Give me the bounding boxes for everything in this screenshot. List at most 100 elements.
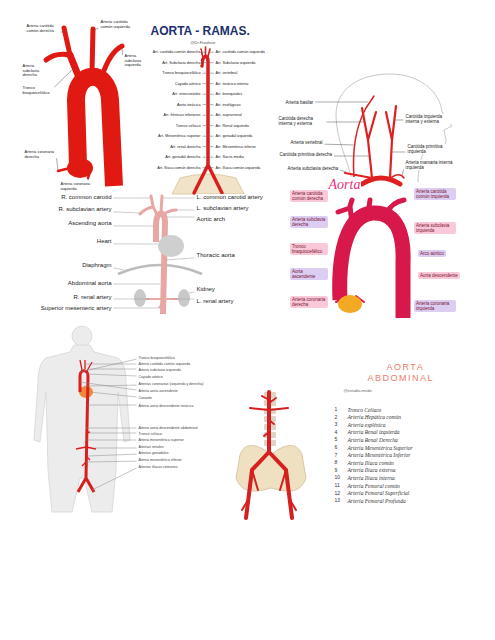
part-label: Diaphragm <box>82 262 112 269</box>
list-item: Arteria Femoral Profunda <box>347 498 406 504</box>
leader-line <box>203 83 207 84</box>
leader-line <box>61 32 65 33</box>
part-label: Art. Ilíaca común derecha <box>157 166 201 170</box>
right-kidney <box>134 289 146 307</box>
part-label: Tronco celíaco <box>175 124 201 128</box>
part-label: Superior mesenteric artery <box>40 305 112 312</box>
leader-line <box>89 433 137 434</box>
leader-line <box>88 454 137 456</box>
box-text: Arteria coronaria izquierda <box>416 301 454 311</box>
branches <box>242 396 296 510</box>
leader-line <box>203 146 207 147</box>
part-label: Arteria subclavia derecha <box>287 166 339 171</box>
leader-line <box>114 284 161 285</box>
box-text: Aorta ascendente <box>292 269 326 279</box>
highlight-label-box: Arco aórtico <box>418 250 446 257</box>
part-label: Art. Subclavia derecha <box>162 61 201 65</box>
part-label: Carótida izquierda interna y externa <box>405 114 452 124</box>
part-label: Art. renal derecha <box>170 145 201 149</box>
part-label: Art. gonadal izquierda <box>215 134 253 138</box>
part-label: Arteria aorta descendente abdominal <box>138 426 198 430</box>
list-item: Arteria Ilíaca interna <box>347 475 395 481</box>
leader-line <box>334 156 369 157</box>
part-label: Tronco celíaco <box>138 432 162 436</box>
leader-line <box>176 210 195 211</box>
leader-line <box>86 461 137 463</box>
part-label: Art. Mesentérica inferior <box>215 145 256 149</box>
box-text: Tronco braquiocefálico <box>292 244 326 254</box>
body-silhouette <box>34 345 130 512</box>
aortic-arch <box>362 178 400 184</box>
part-label: Carótida primitiva izquierda <box>407 144 458 154</box>
leader-line <box>210 146 214 147</box>
right-subclavian <box>46 54 70 60</box>
leader-line <box>210 83 214 84</box>
arch-branches <box>201 47 210 58</box>
part-label: Art. Renal izquierda <box>215 124 249 128</box>
part-label: Abdominal aorta <box>67 280 112 287</box>
highlight-label-box: Tronco braquiocefálico <box>290 243 328 255</box>
part-label: Arteria aorta descendente torácica <box>138 404 194 408</box>
part-label: Art. frénicas inferiores <box>163 113 201 117</box>
part-label: Arteria carótida común izquierda <box>138 362 191 366</box>
part-label: Cayado aórtico <box>174 82 201 86</box>
list-number: 12 <box>334 491 341 497</box>
leader-line <box>203 136 207 137</box>
part-label: Carótida derecha interna y externa <box>278 116 325 126</box>
aorta <box>78 371 94 492</box>
leader-line <box>46 61 47 63</box>
part-label: Art. esofágicas <box>215 103 241 107</box>
list-item: Arteria Mesentérica Inferior <box>347 452 411 458</box>
list-number: 3 <box>334 422 338 428</box>
leader-line <box>402 169 404 176</box>
heart <box>158 235 184 257</box>
leader-line <box>114 212 142 213</box>
list-number: 4 <box>334 430 338 436</box>
part-label: Arteria basilar <box>285 100 314 105</box>
part-label: Kidney <box>196 286 215 293</box>
box-text: Arteria carótida común derecha <box>292 191 326 201</box>
leader-line <box>203 94 207 95</box>
aorta-colour-figure <box>336 200 404 318</box>
leader-line <box>395 120 404 121</box>
part-label: L. renal artery <box>196 298 234 305</box>
part-label: Art. Sacra media <box>215 155 244 159</box>
list-number: 5 <box>334 437 338 443</box>
leader-line <box>210 94 214 95</box>
leader-line <box>167 217 195 218</box>
leader-line <box>87 374 137 376</box>
part-label: Tronco braquiocefálico <box>138 356 175 360</box>
part-label: Arterias gonadales <box>138 451 169 455</box>
leader-line <box>80 382 137 390</box>
part-label: Arteria coronaria izquierda <box>60 182 101 191</box>
list-item: Arteria esplénica <box>347 422 386 428</box>
leader-line <box>203 52 207 53</box>
credit-handle: @Dr.Fisiolove <box>190 41 216 46</box>
right-coronary <box>58 168 70 171</box>
leader-line <box>122 48 124 55</box>
leader-line <box>57 158 59 170</box>
leader-line <box>210 136 214 137</box>
list-number: 6 <box>334 445 338 451</box>
part-label: Carótida primitiva derecha <box>279 152 333 157</box>
left-kidney <box>178 289 190 307</box>
part-label: Arteria carótida común derecha <box>26 24 59 33</box>
leader-line <box>203 167 207 168</box>
leader-line <box>203 62 207 63</box>
list-number: 10 <box>334 475 341 481</box>
head <box>72 326 92 346</box>
list-item: Arteria Hepática común <box>347 414 401 420</box>
leader-line <box>203 125 207 126</box>
highlight-label-box: Arteria subclavia derecha <box>290 216 328 228</box>
list-number: 9 <box>334 468 338 474</box>
box-text: Arteria carótida común izquierda <box>416 189 454 199</box>
part-label: Arteria subclavia izquierda <box>124 54 146 68</box>
leader-line <box>210 125 214 126</box>
list-number: 2 <box>334 415 338 421</box>
leader-line <box>210 167 214 168</box>
list-number: 1 <box>334 407 338 413</box>
part-label: L. common carotid artery <box>196 194 263 201</box>
highlight-label-box: Arteria coronaria izquierda <box>414 300 456 312</box>
leader-line <box>203 73 207 74</box>
list-item: Arteria Femoral Superficial <box>347 490 410 496</box>
